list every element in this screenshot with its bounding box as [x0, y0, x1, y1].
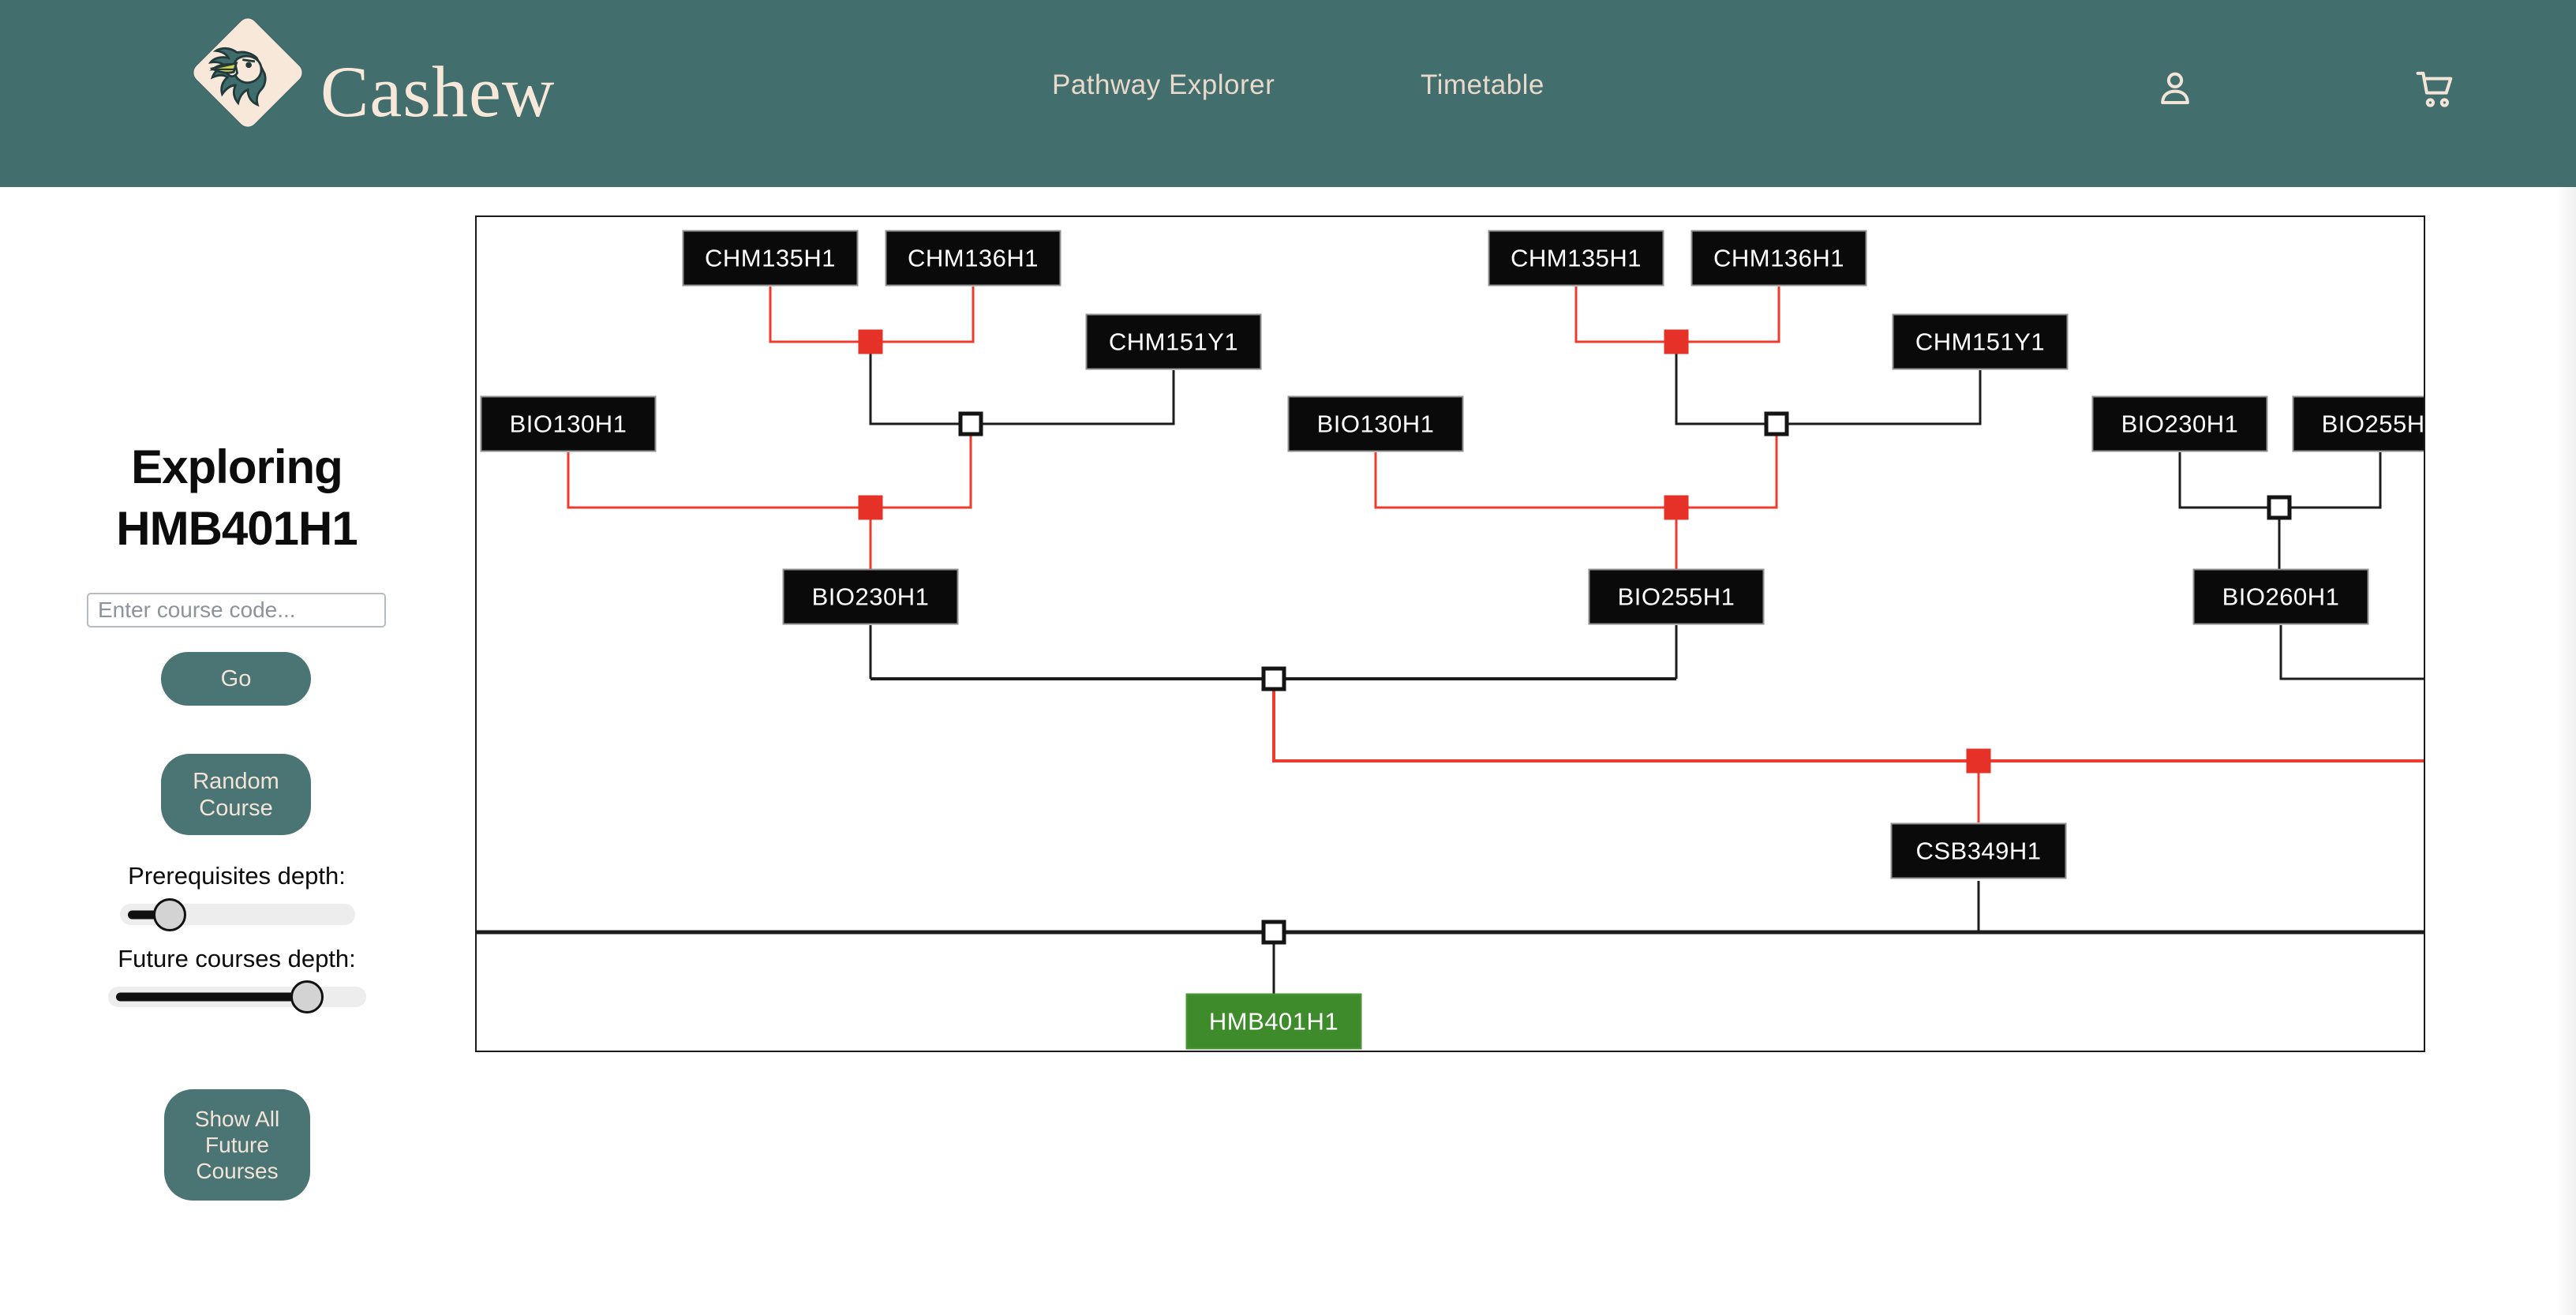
brand-logo[interactable]: Cashew	[95, 0, 554, 187]
explorer-sidebar: Exploring HMB401H1 Go Random Course Prer…	[0, 187, 474, 1315]
nav-pathway-explorer[interactable]: Pathway Explorer	[1052, 69, 1275, 100]
show-all-future-courses-button[interactable]: Show All Future Courses	[164, 1089, 310, 1201]
eagle-logo-icon	[208, 47, 267, 107]
or-junction-node	[1966, 748, 1991, 774]
course-box-bio130h1[interactable]: BIO130H1	[480, 395, 657, 452]
and-junction-node	[1261, 666, 1286, 691]
or-junction-node	[858, 329, 883, 354]
course-box-chm151y1[interactable]: CHM151Y1	[1085, 313, 1262, 370]
brand-name: Cashew	[320, 51, 556, 132]
go-button[interactable]: Go	[161, 652, 311, 706]
course-box-bio230h1[interactable]: BIO230H1	[782, 568, 959, 625]
header-bar: Cashew Pathway Explorer Timetable	[0, 0, 2576, 187]
course-box-bio255h1[interactable]: BIO255H1	[1588, 568, 1765, 625]
course-box-bio230h1[interactable]: BIO230H1	[2091, 395, 2268, 452]
slider-fill	[116, 992, 307, 1002]
slider-thumb[interactable]	[152, 897, 186, 931]
user-account-icon[interactable]	[2154, 67, 2196, 110]
course-box-csb349h1[interactable]: CSB349H1	[1890, 822, 2067, 879]
or-junction-node	[858, 495, 883, 520]
target-course-box[interactable]: HMB401H1	[1185, 993, 1362, 1050]
course-box-chm136h1[interactable]: CHM136H1	[885, 230, 1061, 287]
course-box-chm136h1[interactable]: CHM136H1	[1690, 230, 1867, 287]
page-title: Exploring HMB401H1	[0, 436, 474, 560]
shopping-cart-icon[interactable]	[2413, 67, 2456, 110]
and-junction-node	[1261, 920, 1286, 945]
and-junction-node	[2267, 495, 2292, 520]
slider-thumb[interactable]	[290, 980, 324, 1013]
right-edge-shadow	[2555, 187, 2576, 1315]
page-title-line1: Exploring	[131, 440, 343, 493]
course-box-chm151y1[interactable]: CHM151Y1	[1892, 313, 2069, 370]
course-code-input[interactable]	[87, 593, 386, 628]
and-junction-node	[958, 411, 983, 436]
course-box-chm135h1[interactable]: CHM135H1	[682, 230, 859, 287]
graph-edges	[477, 287, 2424, 995]
prerequisites-depth-label: Prerequisites depth:	[128, 862, 346, 890]
slider-fill	[128, 910, 170, 919]
course-box-bio130h1[interactable]: BIO130H1	[1287, 395, 1464, 452]
or-junction-node	[1664, 329, 1689, 354]
course-box-chm135h1[interactable]: CHM135H1	[1488, 230, 1664, 287]
or-junction-node	[1664, 495, 1689, 520]
future-depth-slider[interactable]	[108, 980, 366, 1013]
prerequisites-depth-slider[interactable]	[120, 897, 355, 931]
and-junction-node	[1764, 411, 1789, 436]
course-box-bio255h1[interactable]: BIO255H1	[2292, 395, 2424, 452]
course-box-bio260h1[interactable]: BIO260H1	[2192, 568, 2369, 625]
page-title-line2: HMB401H1	[116, 502, 358, 555]
nav-timetable[interactable]: Timetable	[1421, 69, 1544, 100]
future-depth-label: Future courses depth:	[118, 945, 356, 972]
random-course-button[interactable]: Random Course	[161, 754, 311, 835]
